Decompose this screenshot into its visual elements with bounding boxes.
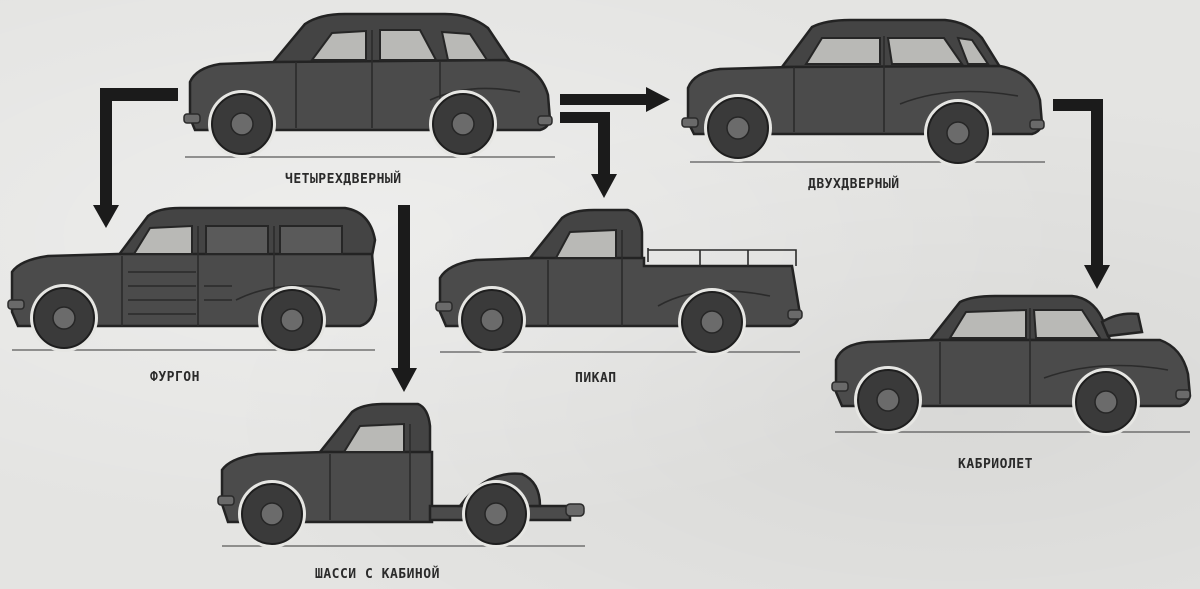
label-four-door: ЧЕТЫРЕХДВЕРНЫЙ <box>285 171 402 187</box>
node-four-door: ЧЕТЫРЕХДВЕРНЫЙ <box>183 12 555 187</box>
node-pickup: ПИКАП <box>435 208 803 386</box>
node-two-door: ДВУХДВЕРНЫЙ <box>681 18 1045 192</box>
node-convertible: КАБРИОЛЕТ <box>831 294 1192 472</box>
label-chassis-cab: ШАССИ С КАБИНОЙ <box>315 566 440 582</box>
arrow-four-door-to-pickup <box>560 112 617 198</box>
label-two-door: ДВУХДВЕРНЫЙ <box>808 176 900 192</box>
arrow-four-door-to-two-door <box>560 87 670 112</box>
label-pickup: ПИКАП <box>575 371 617 386</box>
label-convertible: КАБРИОЛЕТ <box>958 457 1033 472</box>
arrow-two-door-to-convertible <box>1053 99 1110 289</box>
arrow-four-door-to-chassis-cab <box>391 205 417 392</box>
label-van: ФУРГОН <box>150 370 200 385</box>
node-van: ФУРГОН <box>7 206 378 385</box>
node-chassis-cab: ШАССИ С КАБИНОЙ <box>217 402 585 582</box>
arrow-four-door-to-van <box>93 88 178 228</box>
